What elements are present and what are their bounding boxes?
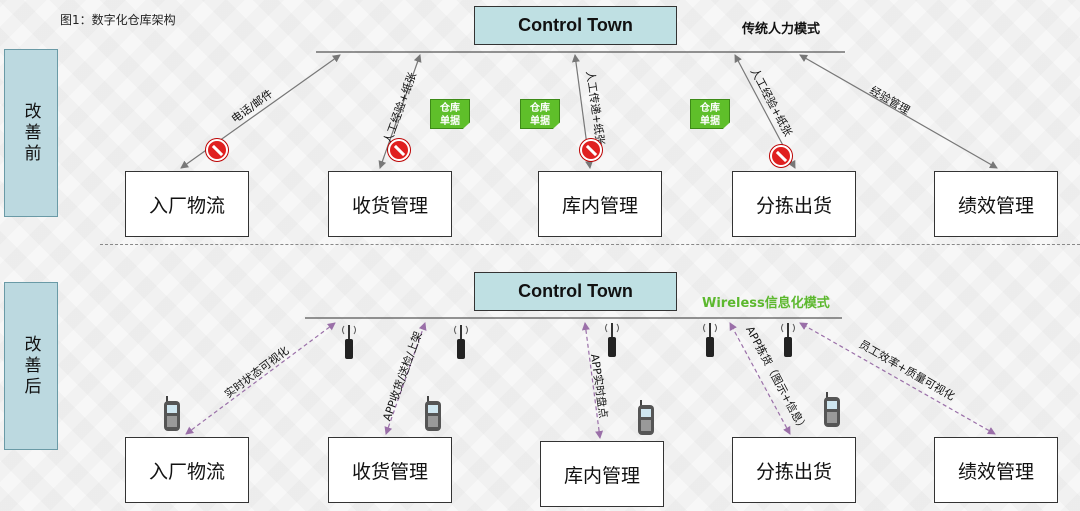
note-line-2: 单据 bbox=[700, 116, 720, 127]
dept-box-picking-after: 分拣出货 bbox=[732, 437, 856, 503]
note-line-1: 仓库 bbox=[530, 103, 550, 114]
dept-box-inventory-after: 库内管理 bbox=[540, 441, 664, 507]
side-label-after: 改善后 bbox=[4, 282, 58, 450]
section-divider bbox=[100, 244, 1080, 245]
no-entry-icon bbox=[770, 145, 792, 167]
no-entry-icon bbox=[206, 139, 228, 161]
wireless-antenna-icon bbox=[342, 325, 356, 359]
side-label-after-text: 改善后 bbox=[20, 334, 41, 398]
side-label-before-text: 改善前 bbox=[20, 101, 41, 165]
control-tower-after: Control Town bbox=[474, 272, 677, 311]
dept-box-inbound-logistics-before: 入厂物流 bbox=[125, 171, 249, 237]
after-link-line-5 bbox=[799, 322, 996, 435]
dept-box-inventory-before: 库内管理 bbox=[538, 171, 662, 237]
wireless-antenna-icon bbox=[605, 323, 619, 357]
handheld-device-icon bbox=[164, 396, 180, 431]
dept-box-performance-after: 绩效管理 bbox=[934, 437, 1058, 503]
no-entry-icon bbox=[580, 139, 602, 161]
document-note-icon: 仓库 单据 bbox=[690, 99, 730, 129]
document-note-icon: 仓库 单据 bbox=[520, 99, 560, 129]
mode-label-after: Wireless信息化模式 bbox=[702, 296, 830, 311]
dept-box-receiving-after: 收货管理 bbox=[328, 437, 452, 503]
no-entry-icon bbox=[388, 139, 410, 161]
handheld-device-icon bbox=[824, 392, 840, 427]
control-tower-before: Control Town bbox=[474, 6, 677, 45]
handheld-device-icon bbox=[638, 400, 654, 435]
after-link-line-4 bbox=[729, 322, 791, 435]
side-label-before: 改善前 bbox=[4, 49, 58, 217]
wireless-antenna-icon bbox=[454, 325, 468, 359]
note-line-1: 仓库 bbox=[700, 103, 720, 114]
handheld-device-icon bbox=[425, 396, 441, 431]
dept-box-performance-before: 绩效管理 bbox=[934, 171, 1058, 237]
after-link-line-3 bbox=[581, 322, 604, 439]
wireless-antenna-icon bbox=[703, 323, 717, 357]
dept-box-picking-before: 分拣出货 bbox=[732, 171, 856, 237]
document-note-icon: 仓库 单据 bbox=[430, 99, 470, 129]
before-link-line-5 bbox=[799, 54, 998, 169]
dept-box-inbound-logistics-after: 入厂物流 bbox=[125, 437, 249, 503]
mode-label-before: 传统人力模式 bbox=[742, 22, 821, 37]
wireless-antenna-icon bbox=[781, 323, 795, 357]
note-line-2: 单据 bbox=[440, 116, 460, 127]
figure-title: 图1：数字化仓库架构 bbox=[60, 13, 176, 27]
before-link-line-2 bbox=[378, 54, 422, 169]
dept-box-receiving-before: 收货管理 bbox=[328, 171, 452, 237]
before-link-line-1 bbox=[180, 54, 341, 169]
note-line-1: 仓库 bbox=[440, 103, 460, 114]
after-link-line-2 bbox=[384, 322, 427, 435]
note-line-2: 单据 bbox=[530, 116, 550, 127]
after-link-line-1 bbox=[185, 322, 336, 435]
